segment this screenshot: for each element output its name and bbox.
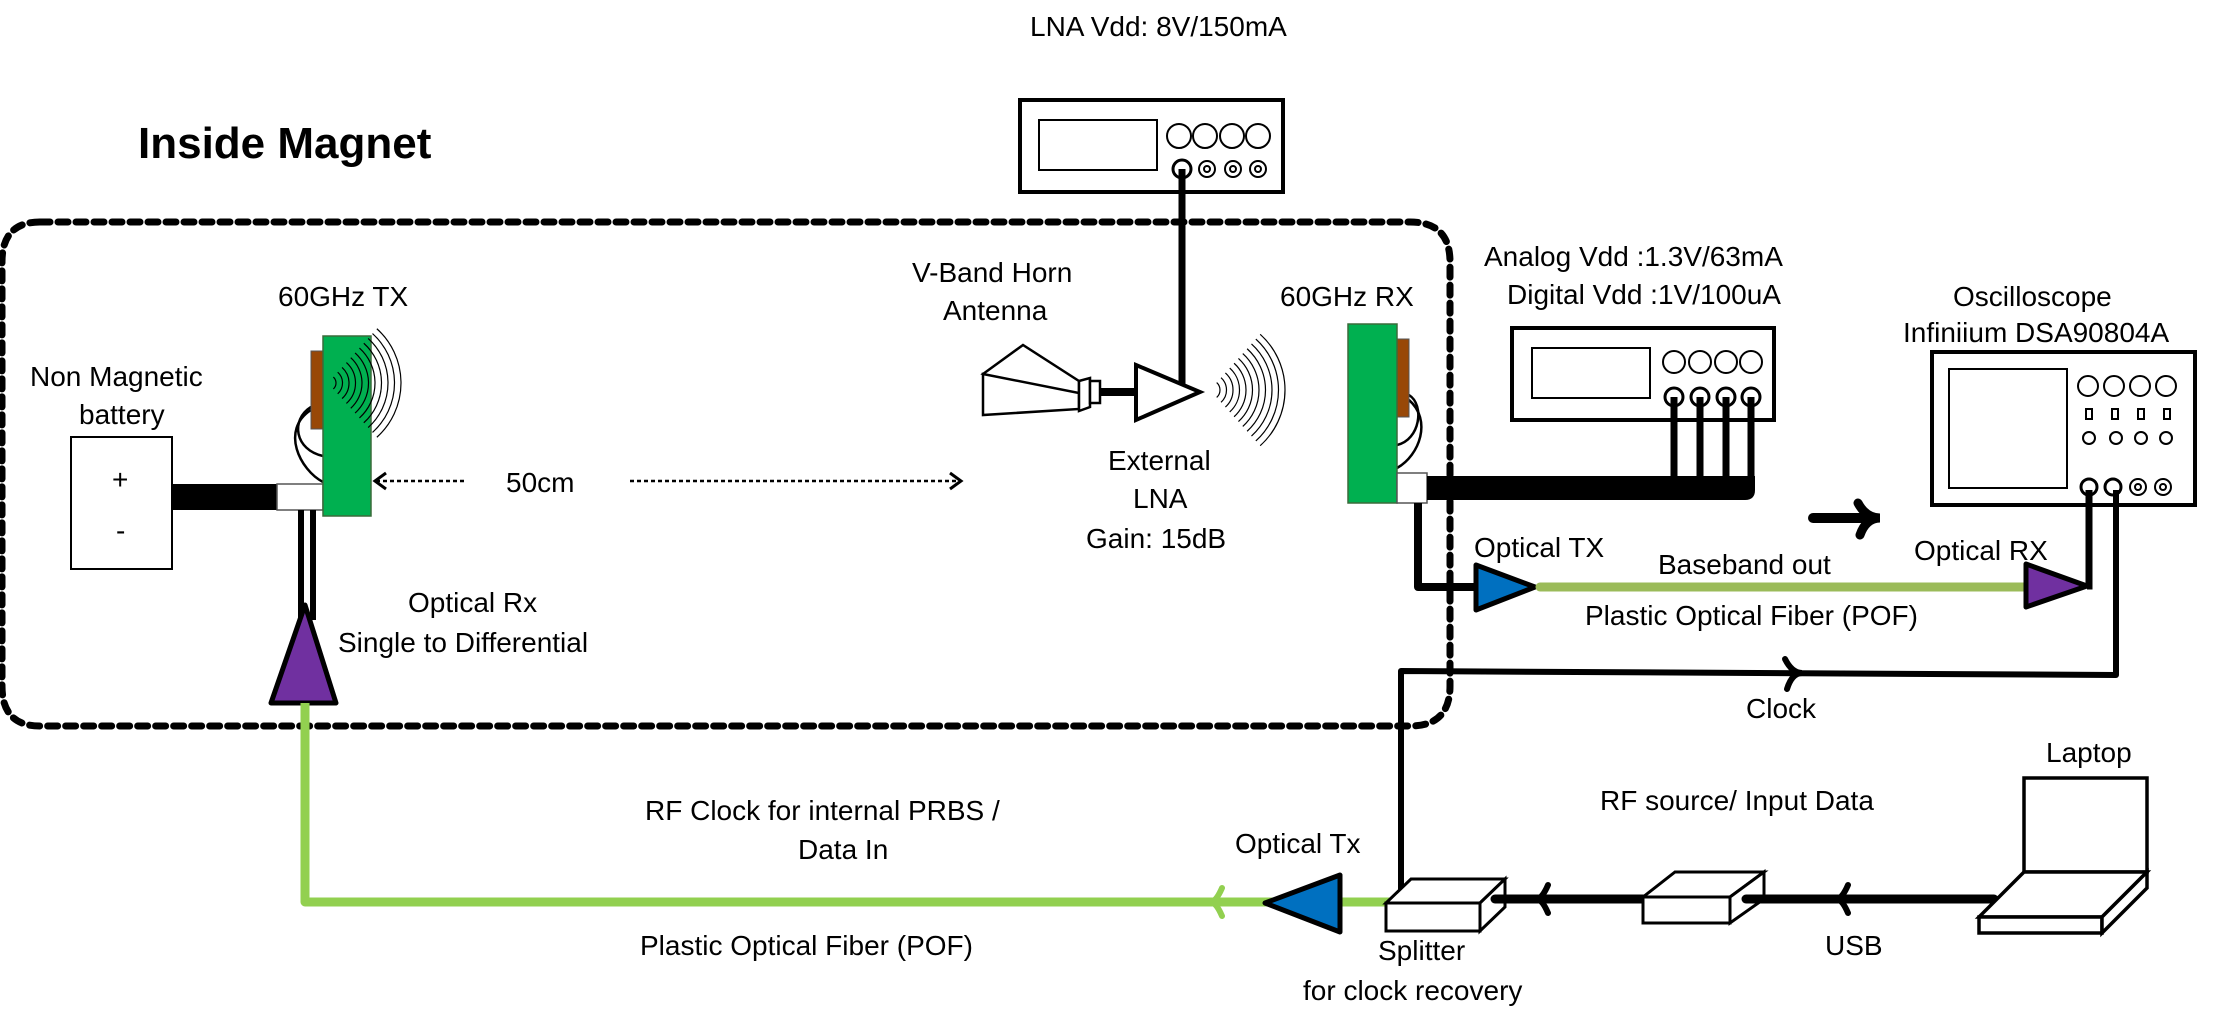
horn-antenna-icon xyxy=(980,343,1102,417)
radiation-arc xyxy=(376,328,402,438)
battery-plus: + xyxy=(112,464,128,495)
optical-rx-in-label-1: Optical Rx xyxy=(408,587,537,618)
radiation-arc xyxy=(1251,343,1273,437)
battery xyxy=(70,436,173,570)
radiation-arc xyxy=(350,357,363,409)
usb-arrowhead xyxy=(1835,882,1851,916)
rx-bond-wire xyxy=(1396,393,1420,447)
rf-clock-label-2: Data In xyxy=(798,834,888,865)
oscilloscope-label-2: Infiniium DSA90804A xyxy=(1903,317,2169,348)
lna-radiation-icon xyxy=(1216,333,1286,447)
lna-vdd-label: LNA Vdd: 8V/150mA xyxy=(1030,11,1287,42)
digital-vdd-label: Digital Vdd :1V/100uA xyxy=(1507,279,1781,310)
splitter-label-1: Splitter xyxy=(1378,935,1465,966)
radiation-arc xyxy=(372,333,396,433)
splitter-label-2: for clock recovery xyxy=(1303,975,1522,1006)
tx-chip xyxy=(310,350,324,430)
rf-source-label: RF source/ Input Data xyxy=(1600,785,1874,816)
horn-label-1: V-Band Horn xyxy=(912,257,1072,288)
optical-rx-top-icon xyxy=(2023,561,2090,610)
radiation-arc xyxy=(1246,348,1267,432)
distance-arrowhead-left xyxy=(372,471,387,491)
radiation-arc xyxy=(332,376,337,390)
distance-arrowhead-right xyxy=(949,471,964,491)
radiation-arc xyxy=(367,337,389,429)
pof-bottom-label: Plastic Optical Fiber (POF) xyxy=(640,930,973,961)
battery-cable xyxy=(172,484,277,510)
optical-tx-bottom-icon xyxy=(1262,872,1343,935)
radiation-arc xyxy=(1229,367,1241,413)
radiation-arc xyxy=(363,342,383,424)
rf-source-arrowhead xyxy=(1535,882,1551,916)
optical-rx-in-magnet-icon xyxy=(268,602,339,706)
rx-board xyxy=(1347,323,1398,504)
osc-input-wire xyxy=(2085,490,2093,590)
radiation-arc xyxy=(1216,382,1221,398)
distance-label: 50cm xyxy=(506,467,574,498)
radiation-arc xyxy=(354,352,370,414)
radiation-arc xyxy=(1238,357,1254,423)
radiation-arc xyxy=(1220,377,1228,403)
rx-chip xyxy=(1396,338,1410,418)
optical-rx-top-label: Optical RX xyxy=(1914,535,2048,566)
tx-label: 60GHz TX xyxy=(278,281,409,312)
lna-amplifier-icon xyxy=(1134,361,1206,424)
laptop-label: Laptop xyxy=(2046,737,2132,768)
rf-source-icon xyxy=(1638,869,1769,926)
optical-rx-in-label-2: Single to Differential xyxy=(338,627,588,658)
radiation-arc xyxy=(1255,338,1280,442)
rx-supply-cable xyxy=(1427,476,1755,500)
battery-minus: - xyxy=(116,515,125,546)
inside-magnet-boundary xyxy=(0,218,1454,730)
rf-clock-label-1: RF Clock for internal PRBS / xyxy=(645,795,1000,826)
optical-tx-top-label: Optical TX xyxy=(1474,532,1605,563)
radiation-arc xyxy=(337,371,344,395)
oscilloscope-label-1: Oscilloscope xyxy=(1953,281,2112,312)
laptop-icon xyxy=(1974,776,2152,938)
lna-label-1: External xyxy=(1108,445,1211,476)
baseband-arrowhead xyxy=(1853,498,1881,540)
analog-vdd-label: Analog Vdd :1.3V/63mA xyxy=(1484,241,1783,272)
radiation-arc xyxy=(1242,353,1260,427)
optical-tx-top-icon xyxy=(1473,562,1538,613)
radiation-arc xyxy=(1259,333,1286,447)
tx-board xyxy=(322,335,372,517)
rx-baseband-wire xyxy=(1414,503,1476,591)
radiation-arc xyxy=(1224,372,1234,408)
clock-label: Clock xyxy=(1746,693,1817,724)
pof-top-label: Plastic Optical Fiber (POF) xyxy=(1585,600,1918,631)
radiation-arc xyxy=(359,347,376,419)
rx-bond-wire xyxy=(1396,399,1423,470)
rx-power-supply xyxy=(1510,326,1776,422)
optical-tx-bottom-label: Optical Tx xyxy=(1235,828,1361,859)
lna-label-3: Gain: 15dB xyxy=(1086,523,1226,554)
tx-connector xyxy=(276,483,324,511)
pof-bottom-arrowhead xyxy=(1209,885,1225,919)
clock-wire xyxy=(1398,490,2119,900)
inside-magnet-title: Inside Magnet xyxy=(138,119,432,168)
tx-radiation-icon xyxy=(332,328,402,438)
pof-bottom-link xyxy=(300,703,1400,907)
radiation-arc xyxy=(1233,362,1247,418)
battery-label-2: battery xyxy=(79,399,165,430)
radiation-arc xyxy=(341,366,350,400)
oscilloscope xyxy=(1930,350,2197,507)
lna-label-2: LNA xyxy=(1133,483,1188,514)
splitter-icon xyxy=(1382,875,1509,935)
usb-label: USB xyxy=(1825,930,1883,961)
battery-label-1: Non Magnetic xyxy=(30,361,203,392)
rx-label: 60GHz RX xyxy=(1280,281,1414,312)
radiation-arc xyxy=(345,362,357,404)
tx-bond-wire xyxy=(296,405,324,458)
clock-arrowhead xyxy=(1782,656,1803,692)
horn-label-2: Antenna xyxy=(943,295,1048,326)
lna-power-supply xyxy=(1018,98,1285,194)
baseband-out-label: Baseband out xyxy=(1658,549,1831,580)
rx-connector xyxy=(1396,472,1428,504)
tx-bond-wire xyxy=(293,408,324,484)
